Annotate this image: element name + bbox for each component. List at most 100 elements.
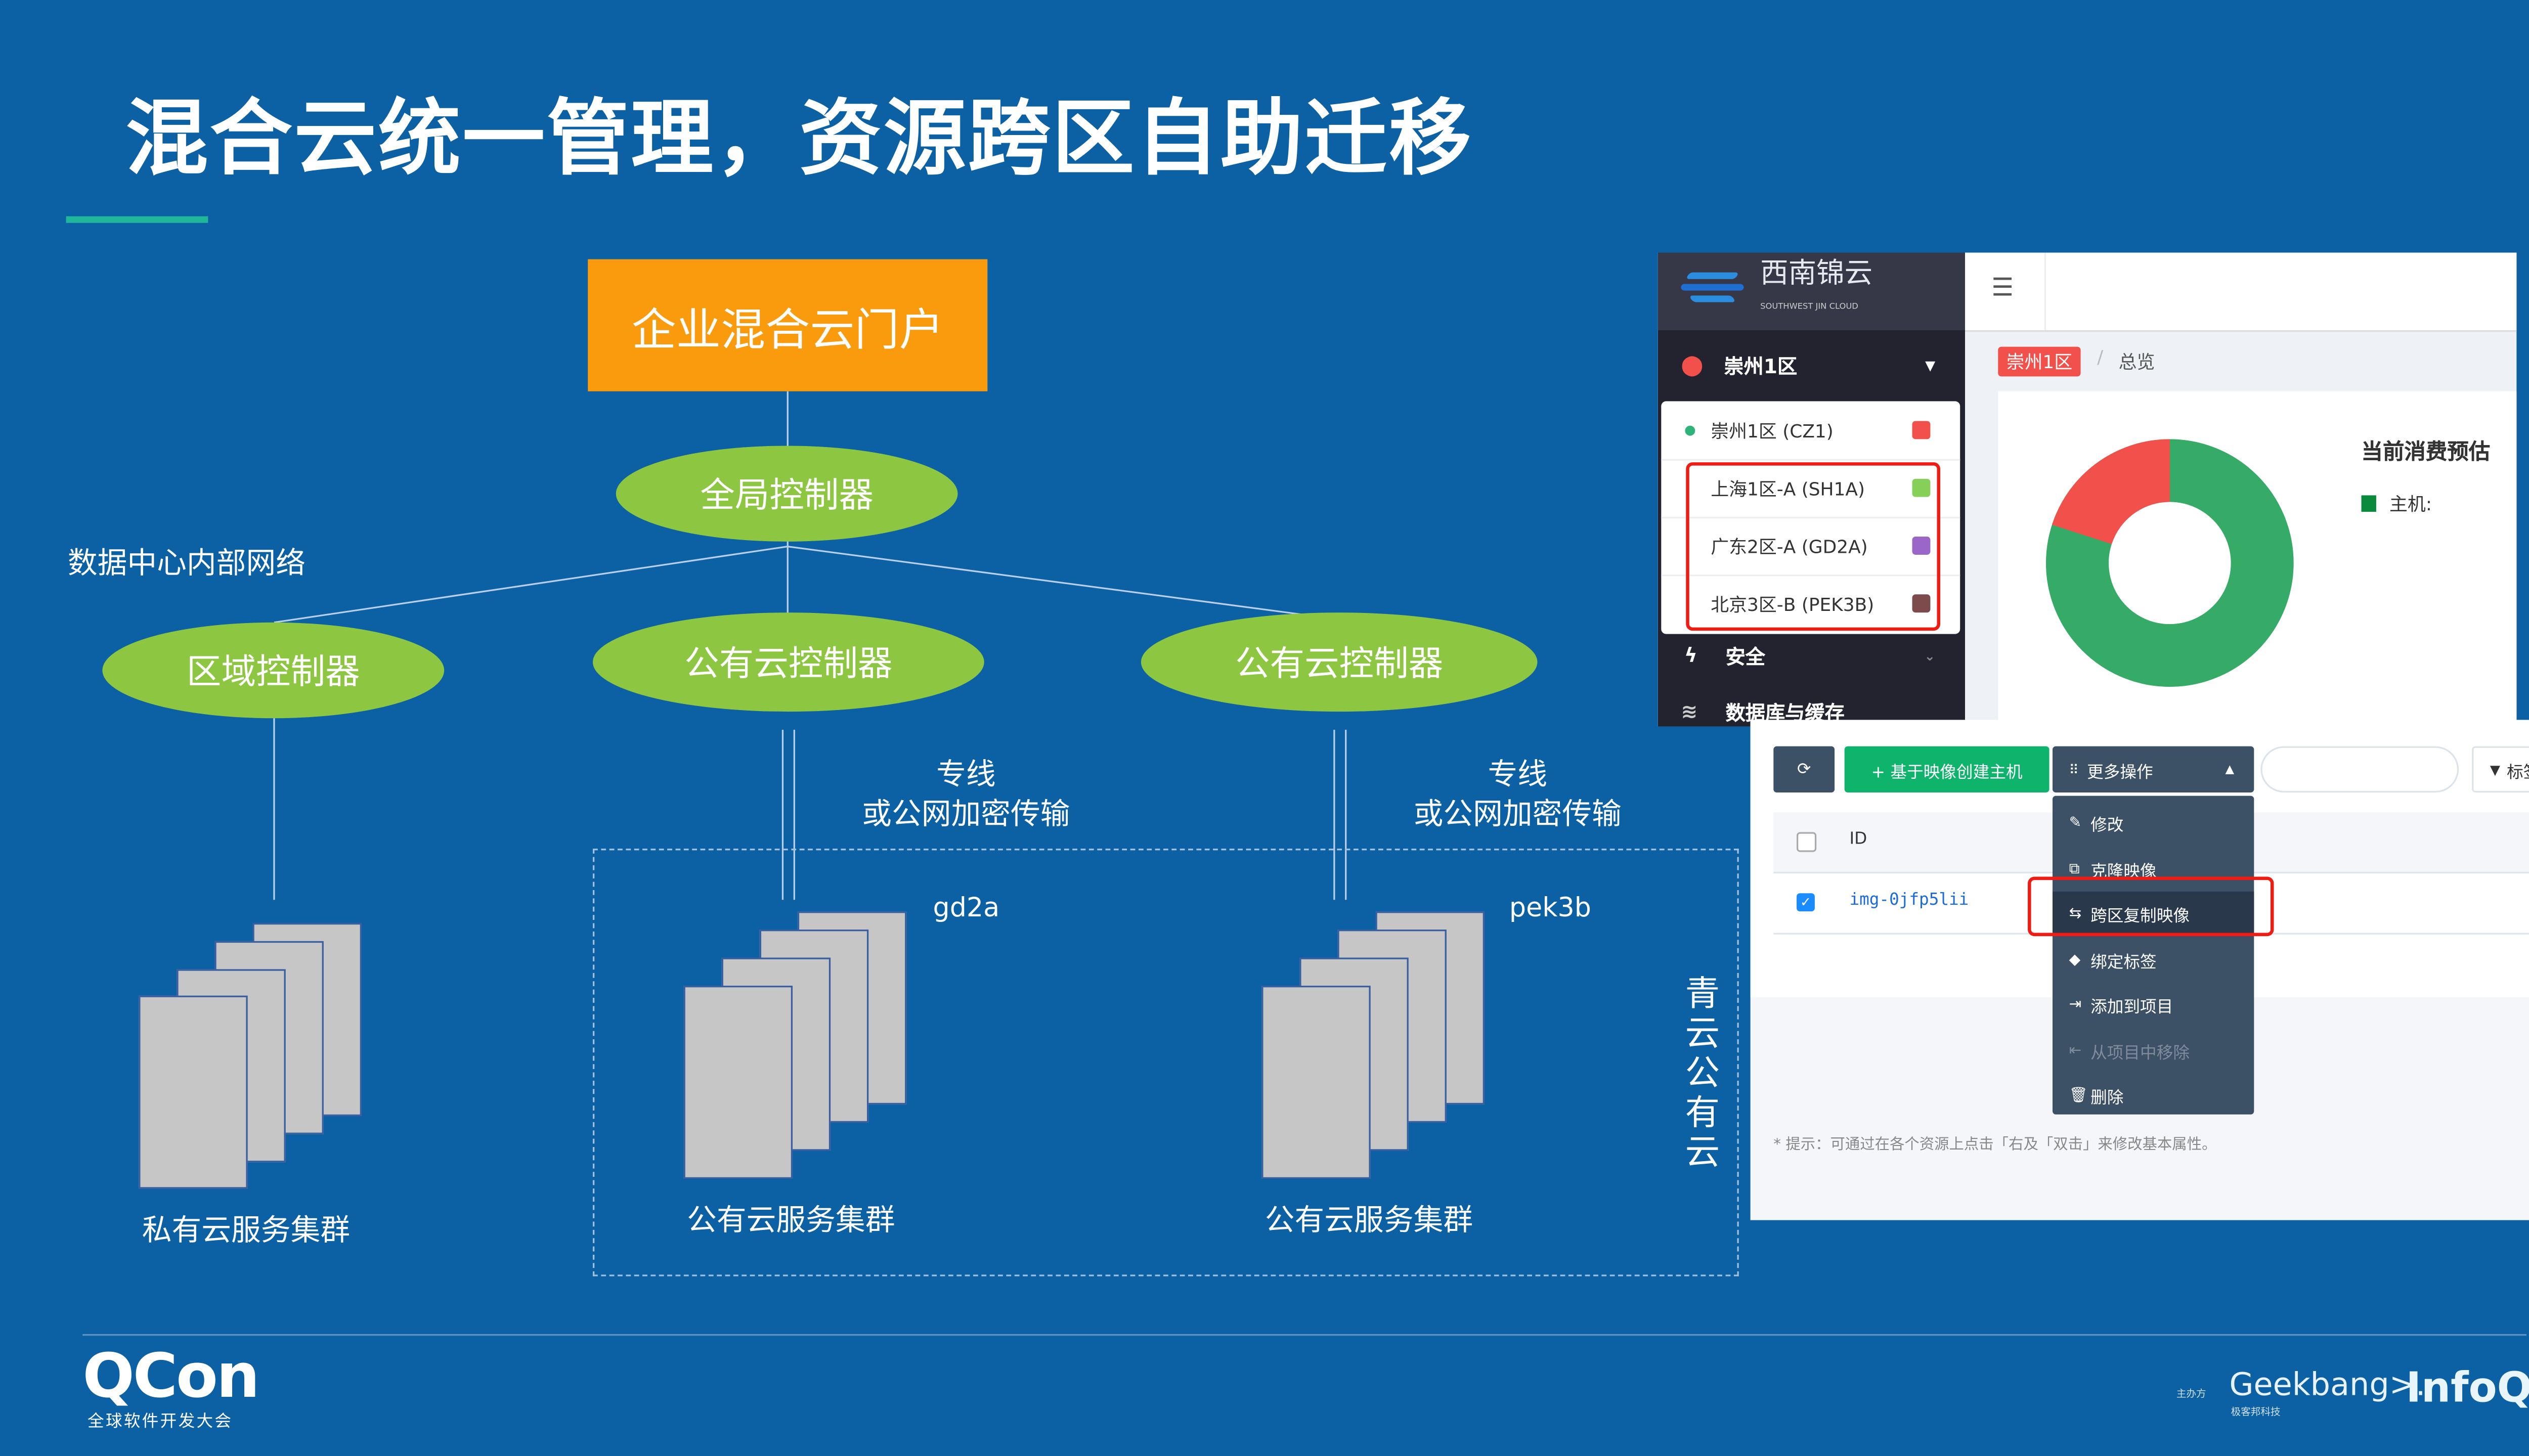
public-cloud-controller-1: 公有云控制器: [593, 612, 984, 712]
brand-wave-icon: [1681, 269, 1744, 308]
hint-text: * 提示：可通过在各个资源上点击「右及「双击」来修改基本属性。: [1773, 1133, 2216, 1154]
link-label-line: 或公网加密传输: [1413, 797, 1622, 832]
qcon-subtitle: 全球软件开发大会: [88, 1413, 233, 1432]
global-controller: 全局控制器: [616, 446, 958, 542]
sidebar-item-label: 安全: [1725, 644, 1766, 668]
caret-up-icon: ▲: [2225, 763, 2235, 776]
zone-option-label: 北京3区-B (PEK3B): [1711, 593, 1874, 615]
breadcrumb-zone[interactable]: 崇州1区: [1998, 346, 2081, 377]
link-label-line: 或公网加密传输: [862, 797, 1070, 832]
clone-icon: ⧉: [2069, 861, 2080, 878]
geekbang-logo: Geekbang>.: [2229, 1367, 2426, 1403]
brand-name-en: SOUTHWEST JIN CLOUD: [1760, 302, 1858, 313]
console-overview-screenshot: 西南锦云 SOUTHWEST JIN CLOUD ☰ ⬤ 崇州1区 ▼ ● 崇州…: [1658, 252, 2517, 727]
menu-item-bind-tag[interactable]: ◆ 绑定标签: [2053, 938, 2254, 982]
zone-option[interactable]: 北京3区-B (PEK3B): [1661, 575, 1960, 632]
public-cluster-label-1: 公有云服务集群: [687, 1203, 895, 1239]
zone-color-swatch: [1912, 594, 1931, 613]
zone-color-swatch: [1912, 421, 1931, 439]
tag-icon: ◆: [2069, 952, 2081, 968]
caret-down-icon: ▼: [1925, 357, 1936, 373]
search-input[interactable]: [2260, 746, 2459, 793]
link-label-2: 专线 或公网加密传输: [1405, 756, 1630, 835]
filter-icon: ▼: [2490, 762, 2501, 777]
breadcrumb-overview: 总览: [2118, 351, 2155, 373]
zone-option[interactable]: 广东2区-A (GD2A): [1661, 517, 1960, 577]
transfer-icon: ⇆: [2069, 905, 2082, 922]
collapse-menu-icon[interactable]: ☰: [1991, 272, 2014, 302]
public-cluster-label-2: 公有云服务集群: [1264, 1203, 1473, 1239]
menu-item-delete[interactable]: 🗑删除: [2053, 1073, 2254, 1118]
hybrid-cloud-portal: 企业混合云门户: [588, 259, 988, 391]
location-pin-icon: ⬤: [1681, 353, 1704, 377]
zone-option-label: 广东2区-A (GD2A): [1711, 536, 1868, 557]
console-images-screenshot: ⟳ + 基于映像创建主机 ⠿ 更多操作 ▲ ▼ 标签 ID ✓ img-0jfp…: [1750, 720, 2529, 1220]
zone-dropdown: ● 崇州1区 (CZ1) 上海1区-A (SH1A) 广东2区-A (GD2A)…: [1661, 401, 1960, 634]
public-cloud-controller-2: 公有云控制器: [1141, 612, 1538, 712]
qingcloud-label: 青云公有云: [1685, 974, 1720, 1172]
sign-in-icon: ⇥: [2069, 996, 2082, 1013]
select-all-checkbox[interactable]: [1796, 832, 1817, 852]
brand-logo: 西南锦云 SOUTHWEST JIN CLOUD: [1658, 252, 1965, 330]
zone-option-label: 上海1区-A (SH1A): [1711, 478, 1865, 500]
grid-icon: ⠿: [2069, 762, 2079, 777]
more-actions-button[interactable]: ⠿ 更多操作 ▲: [2053, 746, 2254, 793]
menu-item-label: 添加到项目: [2090, 999, 2173, 1018]
link-label-line: 专线: [936, 758, 996, 793]
regional-controller: 区域控制器: [102, 622, 445, 719]
sidebar-item-security[interactable]: ϟ 安全 ⌄: [1658, 639, 1965, 672]
column-id: ID: [1849, 830, 1867, 849]
refresh-button[interactable]: ⟳: [1773, 746, 1835, 793]
geekbang-subtitle: 极客邦科技: [2231, 1406, 2281, 1419]
tag-filter-label: 标签: [2507, 763, 2529, 782]
legend-swatch: [2361, 495, 2376, 512]
image-id-link[interactable]: img-0jfp5lii: [1849, 891, 1969, 910]
create-host-button[interactable]: + 基于映像创建主机: [1844, 746, 2050, 793]
zone-label-gd2a: gd2a: [933, 891, 1000, 923]
menu-item-remove-from-project: ⇤从项目中移除: [2053, 1029, 2254, 1073]
sign-out-icon: ⇤: [2069, 1042, 2082, 1060]
zone-selector[interactable]: ⬤ 崇州1区 ▼: [1658, 345, 1965, 384]
host-label: 主办方: [2176, 1388, 2206, 1400]
database-icon: ≋: [1681, 700, 1698, 723]
link-label-1: 专线 或公网加密传输: [854, 756, 1078, 835]
zone-color-swatch: [1912, 537, 1931, 555]
more-actions-menu: ✎修改 ⧉克隆映像 ⇆跨区复制映像 ◆绑定标签 ⇥添加到项目 ⇤从项目中移除 🗑…: [2053, 796, 2254, 1115]
tag-filter-button[interactable]: ▼ 标签: [2472, 746, 2529, 793]
dc-network-label: 数据中心内部网络: [67, 546, 306, 582]
pencil-icon: ✎: [2069, 815, 2082, 831]
private-cluster-label: 私有云服务集群: [142, 1213, 351, 1249]
highlight-box: [1686, 462, 1941, 631]
zone-option-label: 崇州1区 (CZ1): [1711, 420, 1834, 442]
menu-item-label: 删除: [2090, 1089, 2124, 1108]
slide-title: 混合云统一管理，资源跨区自助迁移: [125, 91, 1473, 187]
refresh-icon: ⟳: [1797, 760, 1811, 779]
legend-item: 主机:: [2361, 491, 2432, 517]
hint-text-end: 及「双击」来修改基本属性。: [2023, 1137, 2217, 1155]
current-zone-label: 崇州1区: [1724, 354, 1798, 377]
breadcrumb-separator: /: [2097, 346, 2104, 369]
qingcloud-public-boundary: [593, 849, 1739, 1276]
chevron-down-icon: ⌄: [1924, 648, 1936, 663]
zone-option[interactable]: 上海1区-A (SH1A): [1661, 459, 1960, 519]
legend-label: 主机:: [2389, 494, 2432, 515]
row-checkbox[interactable]: ✓: [1796, 893, 1815, 912]
zone-option[interactable]: ● 崇州1区 (CZ1): [1661, 401, 1960, 461]
menu-item-edit[interactable]: ✎ 修改: [2053, 801, 2254, 845]
menu-item-add-to-project[interactable]: ⇥ 添加到项目: [2053, 982, 2254, 1027]
line-global-public2: [788, 545, 1338, 620]
trash-icon: 🗑: [2069, 1087, 2088, 1104]
zone-label-pek3b: pek3b: [1509, 891, 1591, 923]
cost-title: 当前消费预估: [2361, 440, 2491, 466]
cost-donut-chart: [2045, 439, 2294, 687]
footer-divider: [82, 1334, 2526, 1336]
qcon-logo: QCon: [82, 1340, 260, 1412]
infoq-logo: InfoQ: [2406, 1363, 2529, 1412]
menu-item-cross-zone-copy[interactable]: ⇆ 跨区复制映像: [2053, 891, 2254, 937]
highlight-box: [2028, 876, 2274, 937]
menu-item-label: 绑定标签: [2090, 954, 2157, 973]
menu-item-label: 跨区复制映像: [2090, 908, 2190, 926]
menu-item-label: 修改: [2090, 817, 2124, 835]
line-global-regional: [274, 546, 788, 624]
